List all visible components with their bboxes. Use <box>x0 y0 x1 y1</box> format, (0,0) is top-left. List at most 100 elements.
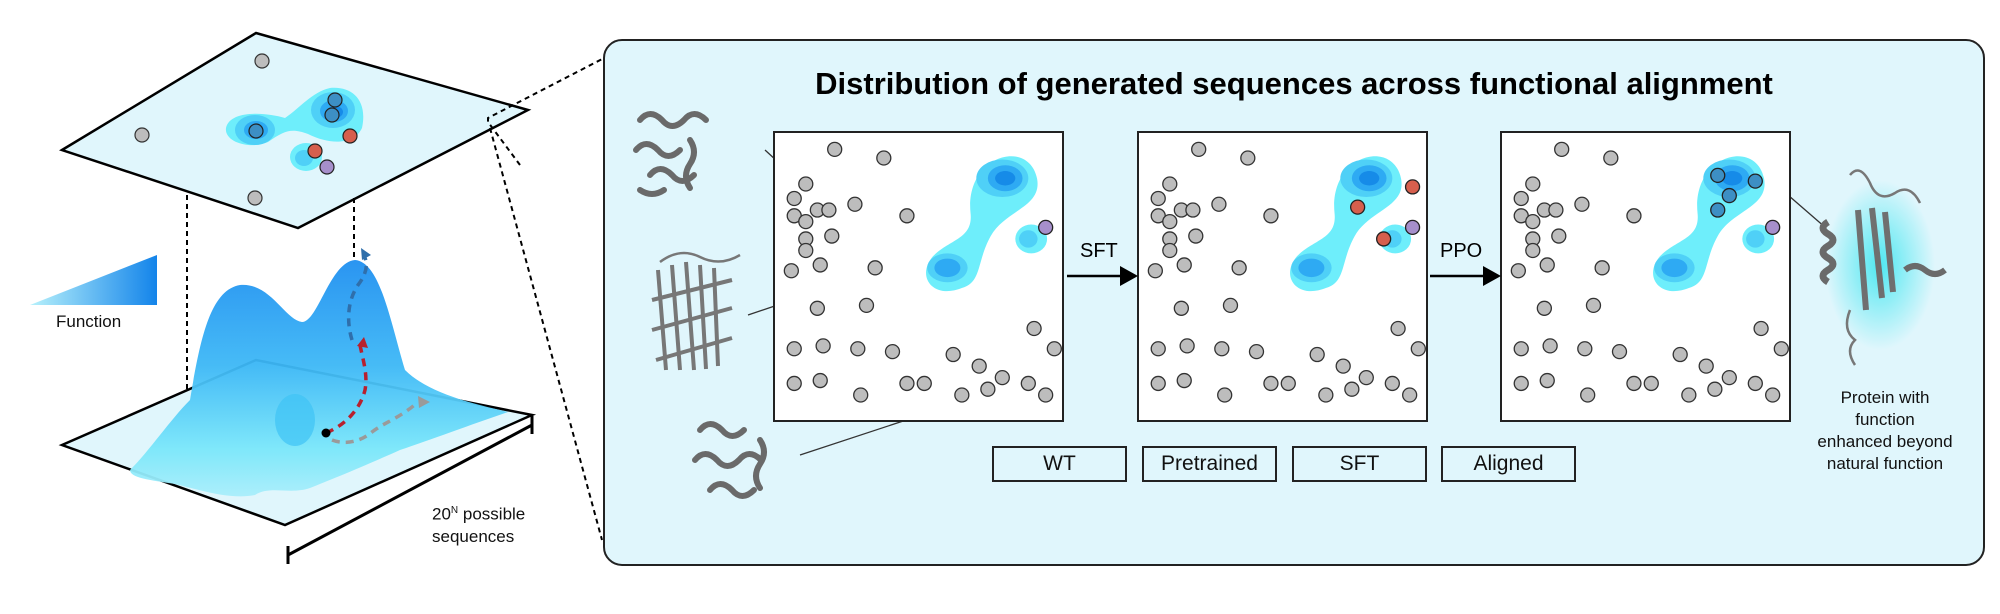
sft-arrow-label: SFT <box>1080 240 1118 262</box>
legend-aligned: Aligned <box>1441 446 1576 482</box>
caption-line: enhanced beyond <box>1817 432 1953 451</box>
aligned-point <box>1710 202 1726 218</box>
pretrained-point <box>1280 375 1296 392</box>
pretrained-point <box>899 375 915 392</box>
pretrained-point <box>1248 343 1265 360</box>
ppo-arrow-label: PPO <box>1440 240 1483 262</box>
pretrained-point <box>1176 372 1192 389</box>
pretrained-point <box>858 297 875 314</box>
pretrained-point <box>1410 341 1426 357</box>
pretrained-point <box>1643 375 1659 392</box>
pretrained-point <box>783 263 799 279</box>
pretrained-point <box>1402 387 1418 403</box>
pretrained-point <box>1765 387 1781 403</box>
pretrained-point <box>1554 141 1570 157</box>
pretrained-point <box>916 375 932 392</box>
pretrained-point <box>1611 343 1628 360</box>
caption-line: natural function <box>1826 454 1944 473</box>
pretrained-point <box>847 196 863 212</box>
pretrained-point <box>1513 190 1529 207</box>
pretrained-point <box>1335 358 1351 374</box>
pretrained-point <box>1603 150 1619 166</box>
pretrained-point <box>1188 228 1204 244</box>
pretrained-point <box>1753 320 1769 337</box>
pretrained-point <box>1263 208 1279 224</box>
pretrained-point <box>812 257 828 273</box>
pretrained-point <box>945 346 961 363</box>
pretrained-point <box>1020 375 1036 392</box>
top-projection-plane <box>59 31 532 230</box>
sft-point <box>1349 199 1366 215</box>
pretrained-point <box>1390 320 1406 337</box>
panel-title: Distribution of generated sequences acro… <box>815 66 1773 101</box>
pretrained-point <box>798 176 814 192</box>
pretrained-point <box>1162 242 1178 259</box>
pretrained-point <box>821 202 837 218</box>
top-plane-pretrained-point <box>247 190 263 206</box>
pretrained-point <box>1626 375 1642 392</box>
function-gradient-legend <box>30 255 157 305</box>
top-plane-aligned-point <box>248 123 264 139</box>
legend-pretrained: Pretrained <box>1142 446 1277 482</box>
pretrained-point <box>1214 341 1230 357</box>
pretrained-point <box>853 387 869 403</box>
wt-point <box>1038 219 1054 236</box>
pretrained-point <box>1185 202 1201 218</box>
pretrained-point <box>1721 369 1737 386</box>
sequence-space-text-1: possible <box>458 504 526 524</box>
pretrained-point <box>1574 196 1590 212</box>
top-plane-sft-point <box>342 128 358 144</box>
pretrained-point <box>798 242 814 259</box>
pretrained-point <box>1162 176 1178 192</box>
pretrained-point <box>850 341 866 357</box>
legend-wt-label: WT <box>1043 452 1076 475</box>
pretrained-point <box>1217 387 1233 403</box>
pretrained-point <box>1525 176 1541 192</box>
pretrained-point <box>1191 141 1207 157</box>
pretrained-point <box>1548 202 1564 218</box>
scatter-box-ppo <box>1500 131 1791 422</box>
caption-line: Protein with <box>1840 388 1930 407</box>
sequence-space-label: 20N possible sequences <box>432 500 525 548</box>
pretrained-point <box>1513 341 1529 357</box>
pretrained-point <box>815 338 831 354</box>
pretrained-point <box>1542 338 1558 354</box>
pretrained-point <box>824 228 840 244</box>
start-point <box>321 428 331 438</box>
protein-structure-3-icon <box>692 421 767 499</box>
pretrained-point <box>1536 300 1552 316</box>
pretrained-point <box>1358 369 1374 386</box>
pretrained-point <box>954 387 970 403</box>
pretrained-point <box>1525 242 1541 259</box>
pretrained-point <box>1539 372 1555 389</box>
legend-aligned-label: Aligned <box>1473 452 1544 475</box>
pretrained-point <box>827 141 843 157</box>
pretrained-point <box>1162 213 1178 230</box>
pretrained-point <box>1773 341 1789 357</box>
pretrained-point <box>1513 375 1529 392</box>
top-plane-pretrained-point <box>254 53 270 69</box>
aligned-point <box>1747 173 1763 189</box>
top-plane-aligned-point <box>327 92 343 108</box>
pretrained-point <box>994 369 1010 386</box>
pretrained-point <box>1707 381 1723 397</box>
pretrained-point <box>1585 297 1602 314</box>
pretrained-point <box>867 260 883 276</box>
pretrained-point <box>786 190 802 207</box>
ppo-arrow <box>1430 266 1501 286</box>
top-plane-sft-point <box>307 143 323 159</box>
enhanced-protein-icon <box>1819 169 1947 366</box>
pretrained-point <box>1046 341 1062 357</box>
pretrained-point <box>786 375 802 392</box>
pretrained-point <box>1150 190 1166 207</box>
sequence-space-base: 20 <box>432 504 451 524</box>
pretrained-point <box>1681 387 1697 403</box>
scatter-box-pretrained <box>773 131 1064 422</box>
pretrained-point <box>786 341 802 357</box>
pretrained-point <box>1176 257 1192 273</box>
function-legend-label: Function <box>56 312 122 331</box>
pretrained-point <box>1150 341 1166 357</box>
wt-point <box>1404 219 1421 236</box>
pretrained-point <box>809 300 825 316</box>
pretrained-point <box>1747 375 1763 392</box>
